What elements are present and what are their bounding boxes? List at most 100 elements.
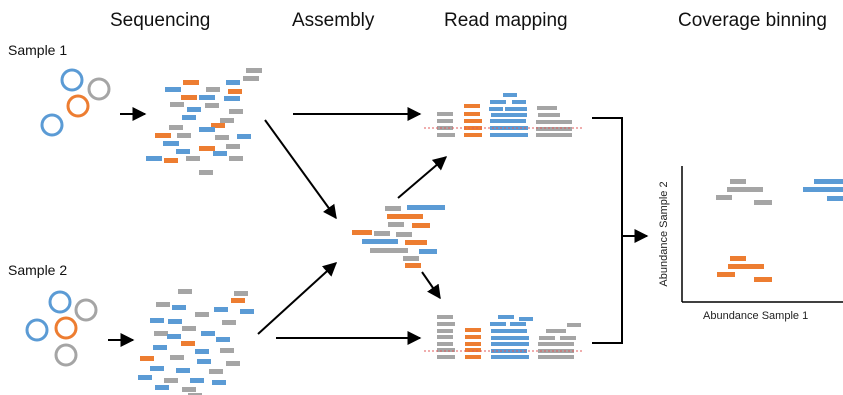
mapped-read	[464, 104, 480, 108]
mapped-read	[465, 342, 481, 346]
mapped-read	[560, 336, 576, 340]
mapped-read	[437, 342, 453, 346]
sample2-sequencing-reads	[138, 289, 254, 395]
mapped-read	[491, 355, 529, 359]
organism-circle-blue	[48, 290, 72, 314]
sequencing-read	[199, 95, 215, 100]
mapped-read	[546, 329, 566, 333]
sequencing-read	[199, 170, 213, 175]
mapped-read	[491, 336, 529, 340]
sequencing-read	[220, 348, 234, 353]
mapped-read	[465, 328, 481, 332]
sequencing-read	[220, 118, 234, 123]
mapped-read	[465, 335, 481, 339]
mapped-read	[503, 93, 517, 97]
sequencing-read	[195, 312, 209, 317]
mapped-read	[437, 315, 453, 319]
contig	[370, 248, 408, 253]
sample1-label: Sample 1	[8, 42, 68, 58]
arrow-assembly-to-mapping1	[397, 156, 448, 199]
mapped-read	[556, 120, 572, 124]
mapped-read	[491, 342, 529, 346]
contig	[388, 222, 404, 227]
sequencing-read	[182, 326, 196, 331]
sequencing-read	[209, 369, 223, 374]
sequencing-read	[226, 144, 240, 149]
mapped-read	[465, 355, 481, 359]
sequencing-read	[164, 158, 178, 163]
organism-circle-orange	[66, 94, 90, 118]
bin-contig	[717, 272, 735, 277]
sequencing-read	[169, 125, 183, 130]
organism-circle-blue	[40, 113, 64, 137]
organism-circle-orange	[54, 316, 78, 340]
assembly-contigs	[352, 205, 445, 268]
mapped-read	[490, 119, 526, 123]
sequencing-read	[229, 109, 243, 114]
mapped-read	[536, 127, 572, 131]
y-axis-label: Abundance Sample 2	[658, 181, 670, 287]
bin-contig	[716, 195, 732, 200]
mapped-read	[491, 329, 527, 333]
sequencing-read	[165, 87, 181, 92]
bin-contig	[803, 187, 843, 192]
header-read-mapping: Read mapping	[444, 10, 568, 31]
contig	[385, 206, 401, 211]
sequencing-read	[172, 305, 186, 310]
contig	[374, 231, 390, 236]
mapped-read	[437, 133, 455, 137]
organism-circle-gray	[74, 298, 98, 322]
contig	[352, 230, 372, 235]
sequencing-read	[150, 318, 164, 323]
contig	[419, 249, 437, 254]
mapped-read	[490, 322, 506, 326]
mapped-read	[538, 342, 574, 346]
header-coverage-binning: Coverage binning	[678, 10, 827, 31]
sequencing-read	[177, 133, 191, 138]
sequencing-read	[181, 341, 195, 346]
mapped-read	[491, 113, 527, 117]
bin-contig	[727, 187, 763, 192]
mapped-read	[539, 336, 555, 340]
bin-contig	[754, 200, 772, 205]
sequencing-read	[183, 80, 199, 85]
mapped-read	[510, 322, 526, 326]
sequencing-read	[214, 307, 228, 312]
mapped-read	[489, 107, 503, 111]
mapped-read	[437, 322, 455, 326]
organism-circle-gray	[87, 77, 111, 101]
binning-plot-axes	[681, 166, 843, 303]
sequencing-read	[187, 107, 201, 112]
sequencing-read	[188, 393, 202, 395]
sequencing-read	[181, 95, 197, 100]
sequencing-read	[182, 387, 196, 392]
sequencing-read	[178, 289, 192, 294]
bracket-mapping-join	[592, 117, 623, 344]
mapped-read	[537, 106, 557, 110]
bin-contig	[728, 264, 764, 269]
mapped-read	[464, 119, 482, 123]
sequencing-read	[155, 385, 169, 390]
contig	[407, 205, 445, 210]
sequencing-read	[156, 302, 170, 307]
mapped-read	[437, 335, 453, 339]
mapped-read	[538, 355, 574, 359]
sequencing-read	[153, 345, 167, 350]
sample1-organisms	[40, 68, 111, 137]
mapped-read	[437, 112, 453, 116]
header-sequencing: Sequencing	[110, 10, 211, 31]
sequencing-read	[213, 151, 227, 156]
sequencing-read	[176, 368, 190, 373]
sequencing-read	[246, 68, 262, 73]
sequencing-read	[229, 156, 243, 161]
contig	[362, 239, 398, 244]
bin-contig	[754, 277, 772, 282]
mapped-read	[437, 348, 455, 352]
sequencing-read	[201, 331, 215, 336]
sequencing-read	[140, 356, 154, 361]
bin-contig	[730, 179, 746, 184]
sequencing-read	[199, 146, 215, 151]
sequencing-read	[226, 80, 240, 85]
sequencing-read	[182, 115, 196, 120]
sequencing-read	[199, 127, 215, 132]
